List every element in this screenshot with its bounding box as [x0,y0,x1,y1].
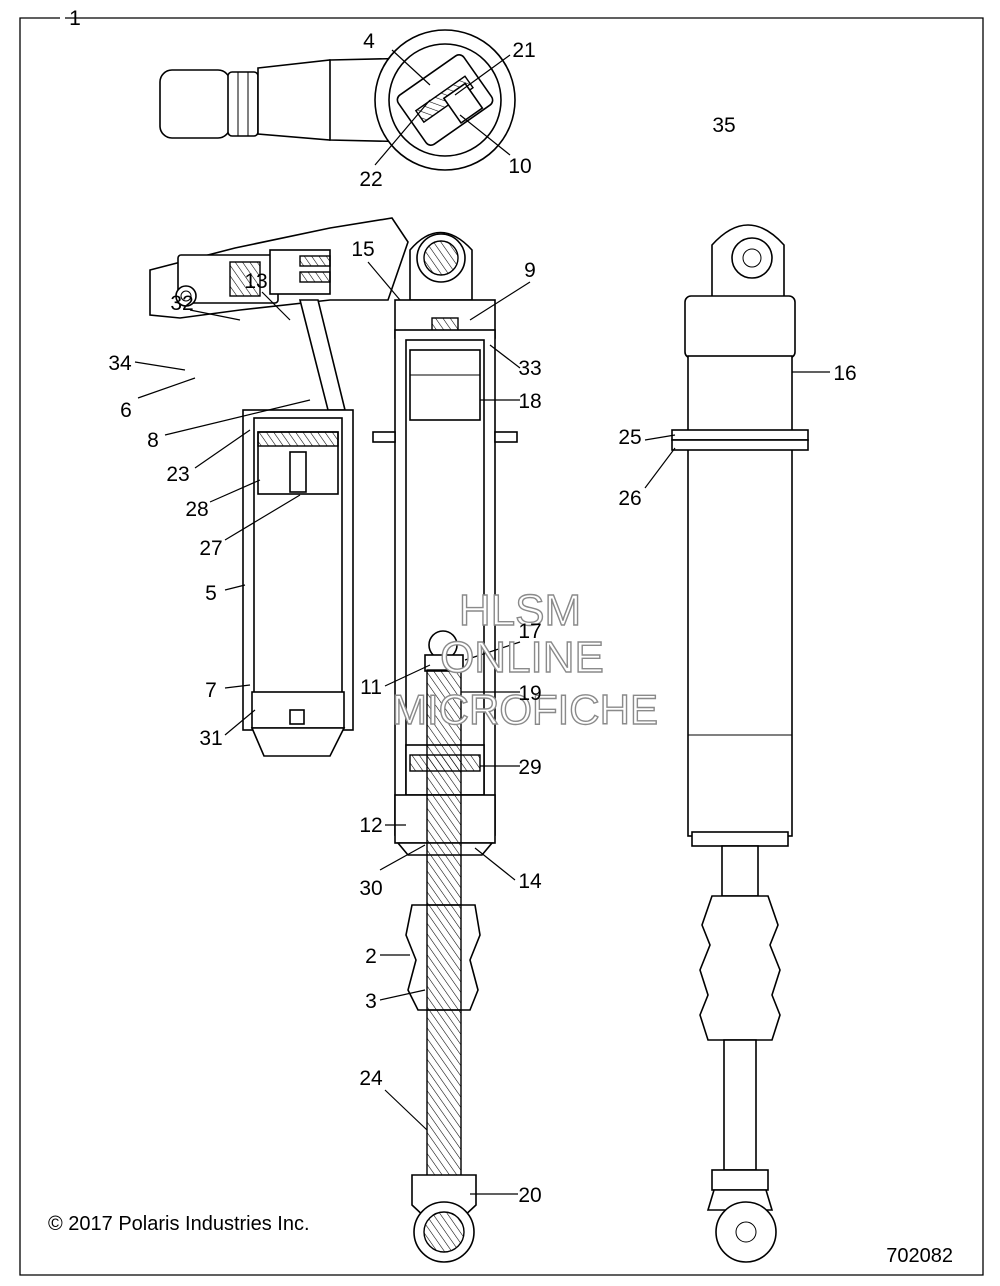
callout-16: 16 [833,362,856,385]
callout-30: 30 [359,877,382,900]
reservoir-cutaway [149,217,409,757]
callout-34: 34 [108,352,132,375]
callout-6: 6 [120,399,132,422]
callout-3: 3 [365,990,377,1013]
callout-22: 22 [359,168,382,191]
callout-17: 17 [518,620,541,643]
copyright-text: © 2017 Polaris Industries Inc. [48,1213,310,1235]
callout-4: 4 [363,30,375,53]
callout-25: 25 [618,426,641,449]
frame-border [19,17,984,1276]
callout-28: 28 [185,498,208,521]
callout-27: 27 [199,537,222,560]
callout-32: 32 [170,292,193,315]
callout-29: 29 [518,756,541,779]
callout-18: 18 [518,390,541,413]
drawing-number: 702082 [886,1245,953,1267]
watermark-line-1: HLSM [459,586,581,635]
callout-12: 12 [359,814,382,837]
callout-7: 7 [205,679,217,702]
callout-9: 9 [524,259,536,282]
callout-33: 33 [518,357,541,380]
shock-assembled-view [671,224,809,1263]
callout-14: 14 [518,870,542,893]
callout-31: 31 [199,727,222,750]
callout-26: 26 [618,487,641,510]
top-view-reservoir-end [159,29,516,171]
leader-lines [65,17,830,1195]
callout-10: 10 [508,155,531,178]
watermark-line-2: ONLINE [440,633,604,682]
callout-2: 2 [365,945,377,968]
callout-21: 21 [512,39,535,62]
watermark-line-3: MICROFICHE [392,686,658,733]
callout-8: 8 [147,429,159,452]
callout-35: 35 [712,114,735,137]
callout-5: 5 [205,582,217,605]
callout-24: 24 [359,1067,383,1090]
callout-13: 13 [244,270,267,293]
callout-labels: 1 2 3 4 5 6 7 8 9 10 11 12 13 14 15 16 1… [69,7,857,1207]
callout-11: 11 [360,676,382,699]
callout-15: 15 [351,238,374,261]
callout-19: 19 [518,682,541,705]
callout-20: 20 [518,1184,541,1207]
shock-body-cutaway [372,231,518,1263]
callout-23: 23 [166,463,189,486]
callout-1: 1 [69,7,81,30]
